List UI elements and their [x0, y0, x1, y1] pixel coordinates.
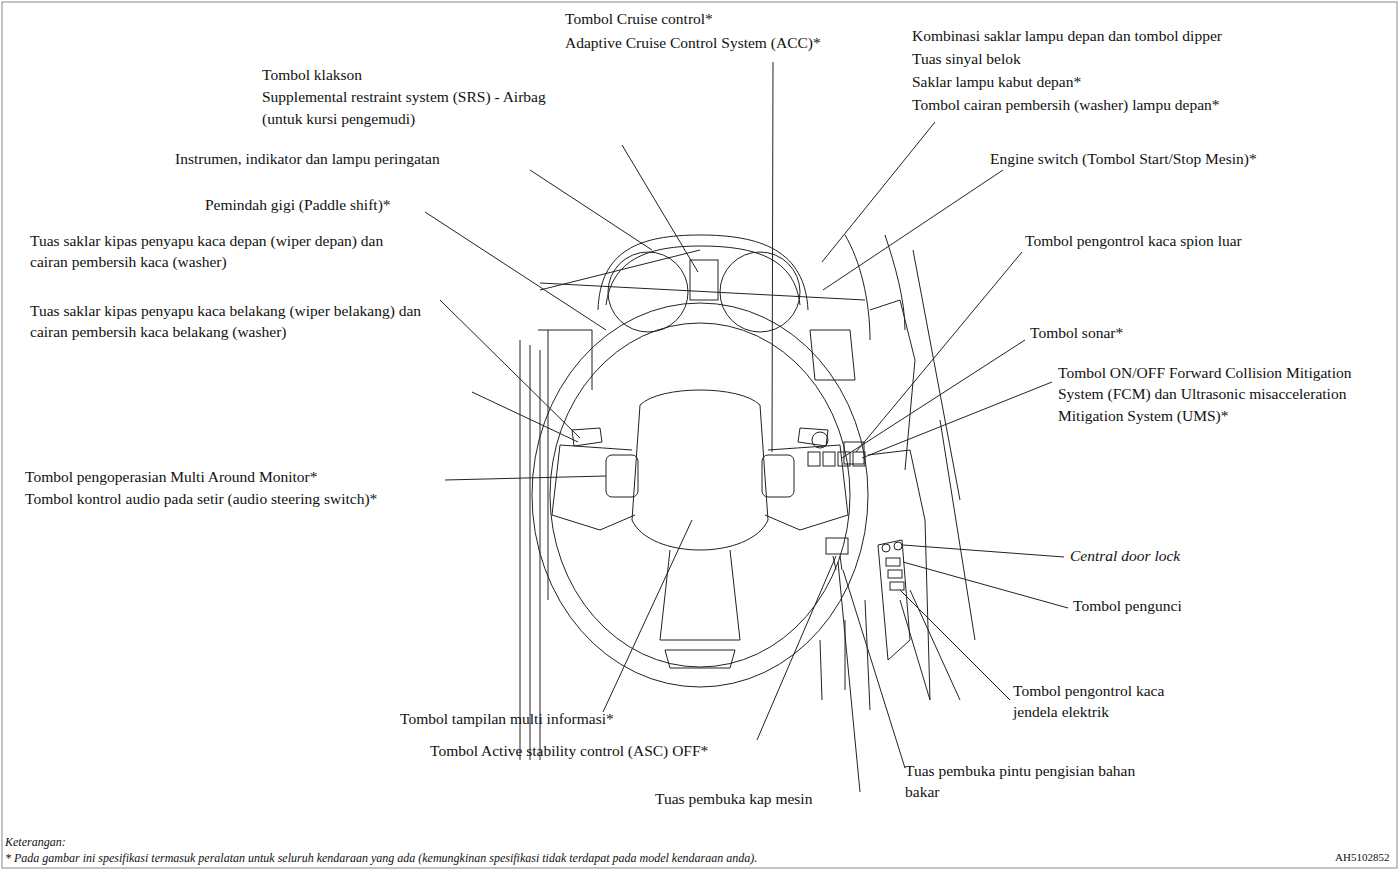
callout-label: Tuas saklar kipas penyapu kaca depan (wi…	[30, 230, 422, 273]
callout-label: Tombol tampilan multi informasi*	[400, 708, 614, 729]
callout-label: Tombol Active stability control (ASC) OF…	[430, 740, 708, 761]
callout-label: Tombol pengunci	[1073, 595, 1182, 616]
callout-label: Tombol kontrol audio pada setir (audio s…	[25, 488, 445, 509]
callout-label: Tombol cairan pembersih (washer) lampu d…	[912, 94, 1220, 115]
dashboard-outline	[520, 235, 975, 760]
callout-label: * Pada gambar ini spesifikasi termasuk p…	[5, 850, 1305, 867]
instrument-cluster	[598, 235, 808, 332]
callout-label: Central door lock	[1070, 545, 1180, 566]
callout-label: Engine switch (Tombol Start/Stop Mesin)*	[990, 148, 1257, 169]
steering-wheel	[532, 303, 868, 687]
callout-label: Tombol pengontrol kaca spion luar	[1025, 230, 1242, 251]
callout-label: Tombol ON/OFF Forward Collision Mitigati…	[1058, 362, 1394, 426]
callout-label: Tombol klakson	[262, 64, 362, 85]
callout-label: Tombol pengontrol kaca jendela elektrik	[1013, 680, 1193, 723]
callout-label: Supplemental restraint system (SRS) - Ai…	[262, 86, 546, 107]
callout-label: Tombol pengoperasian Multi Around Monito…	[25, 466, 318, 487]
callout-label: Tuas saklar kipas penyapu kaca belakang …	[30, 300, 422, 343]
callout-label: Kombinasi saklar lampu depan dan tombol …	[912, 25, 1222, 46]
callout-label: Tombol sonar*	[1030, 322, 1123, 343]
callout-label: Tuas pembuka kap mesin	[655, 788, 812, 809]
callout-label: Saklar lampu kabut depan*	[912, 71, 1081, 92]
callout-label: (untuk kursi pengemudi)	[262, 108, 415, 129]
door-panel	[878, 540, 960, 700]
callout-label: Tuas pembuka pintu pengisian bahan bakar	[905, 760, 1145, 803]
callout-label: Instrumen, indikator dan lampu peringata…	[175, 148, 440, 169]
callout-label: Pemindah gigi (Paddle shift)*	[205, 194, 391, 215]
callout-label: Keterangan:	[5, 834, 66, 851]
callout-label: Tuas sinyal belok	[912, 48, 1021, 69]
leader-lines	[425, 62, 1068, 792]
callout-label: AH5102852	[1335, 850, 1389, 865]
callout-label: Tombol Cruise control*	[565, 8, 713, 29]
callout-label: Adaptive Cruise Control System (ACC)*	[565, 32, 821, 53]
switch-panel	[808, 442, 865, 570]
